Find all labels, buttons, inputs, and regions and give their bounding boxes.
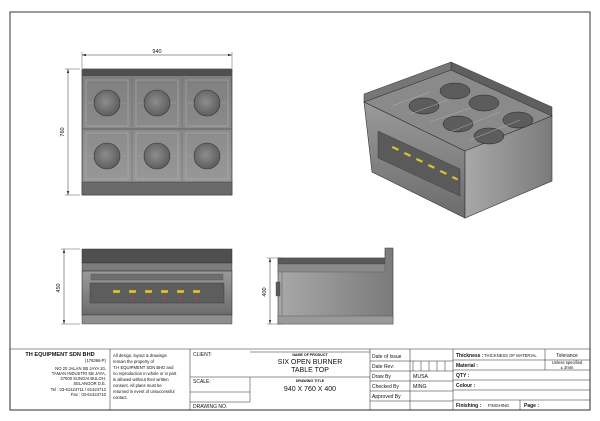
burner-4 bbox=[93, 142, 121, 170]
company-tel: Tel : 03-61424711 / 61424712 bbox=[51, 387, 107, 392]
finishing-label: Finishing : bbox=[456, 403, 482, 409]
product-name-line-1: SIX OPEN BURNER bbox=[278, 359, 343, 366]
side-view: 400 bbox=[262, 247, 394, 325]
draw-by-label: Draw By bbox=[372, 374, 391, 380]
notice-line-2: remain the property of bbox=[113, 359, 155, 364]
iso-control-panel bbox=[377, 130, 461, 197]
date-rev-label: Date Rev: bbox=[372, 364, 394, 370]
iso-knobs bbox=[391, 145, 459, 181]
side-height-dimension-label: 400 bbox=[262, 287, 268, 296]
back-splash-edge bbox=[82, 69, 232, 76]
scale-label: SCALE: bbox=[193, 379, 211, 385]
draw-by-value: MUSA bbox=[413, 374, 429, 380]
burner-3 bbox=[193, 89, 221, 117]
material-label: Material : bbox=[456, 363, 478, 369]
burner-2 bbox=[143, 89, 171, 117]
client-label: CLIENT: bbox=[193, 352, 212, 358]
company-reg: (176366-P) bbox=[85, 358, 107, 363]
burner-6 bbox=[193, 142, 221, 170]
tolerance-note-1: Unless specified bbox=[552, 360, 583, 365]
address-line-4: SELANGOR D.E. bbox=[73, 381, 106, 386]
notice-line-5: is allowed without their written bbox=[113, 377, 169, 382]
side-knob-profile bbox=[275, 281, 281, 297]
iso-burners bbox=[408, 82, 534, 145]
tolerance-label: Tolerance bbox=[556, 353, 578, 359]
top-view: 940 760 bbox=[60, 49, 233, 196]
approved-by-label: Approved By bbox=[372, 394, 401, 400]
tolerance-note-2: ± 2mm bbox=[561, 365, 574, 370]
address-line-2: TAMAN INDUSTRI SB JAYA, bbox=[52, 371, 106, 376]
checked-by-label: Checked By bbox=[372, 384, 399, 390]
front-top-grates bbox=[81, 248, 233, 264]
front-louvre bbox=[90, 273, 224, 281]
front-height-dimension-label: 450 bbox=[56, 283, 62, 292]
product-name-line-2: TABLE TOP bbox=[291, 367, 329, 374]
drawing-no-label: DRAWING NO. bbox=[193, 404, 227, 410]
notice-line-3: T.H EQUIPMENT SDN BHD and bbox=[113, 365, 174, 370]
notice-line-8: contact. bbox=[113, 395, 128, 400]
notice-line-6: consent. All plans must be bbox=[113, 383, 162, 388]
thickness-label: Thickness : bbox=[456, 353, 484, 359]
finishing-value: FINISHING bbox=[488, 403, 509, 408]
front-view: 450 bbox=[56, 248, 233, 325]
notice-line-4: no reproduction in whole or in part bbox=[113, 371, 177, 376]
depth-dimension-label: 760 bbox=[60, 127, 66, 136]
checked-by-value: MING bbox=[413, 384, 427, 390]
drawing-title-caption: DRAWING TITLE bbox=[296, 379, 325, 383]
width-dimension-label: 940 bbox=[152, 49, 161, 55]
company-fax: Fax : 03-61424710 bbox=[71, 392, 107, 397]
product-caption: NAME OF PRODUCT bbox=[292, 353, 328, 357]
notice-line-7: returned in event of unsuccessful bbox=[113, 389, 175, 394]
address-line-3: 47000 SUNGAI BULOH, bbox=[60, 376, 106, 381]
drawing-title: 940 X 760 X 400 bbox=[284, 386, 336, 393]
thickness-value: THICKNESS OF MATERIAL bbox=[484, 353, 537, 358]
front-rail bbox=[81, 181, 233, 196]
date-of-issue-label: Date of Issue bbox=[372, 354, 402, 360]
title-block bbox=[9, 348, 591, 411]
colour-label: Colour : bbox=[456, 383, 475, 389]
front-control-panel bbox=[89, 282, 225, 304]
burner-5 bbox=[143, 142, 171, 170]
company-name: TH EQUIPMENT SDN BHD bbox=[25, 352, 94, 358]
qty-label: QTY : bbox=[456, 373, 470, 379]
top-plate bbox=[81, 68, 233, 196]
notice-line-1: All design, layout & drawings bbox=[113, 353, 167, 358]
burner-1 bbox=[93, 89, 121, 117]
front-knobs bbox=[112, 289, 201, 300]
page-label: Page : bbox=[524, 403, 539, 409]
isometric-view bbox=[363, 61, 553, 219]
address-line-1: NO 20 JALAN SB JAYA 10, bbox=[55, 366, 106, 371]
